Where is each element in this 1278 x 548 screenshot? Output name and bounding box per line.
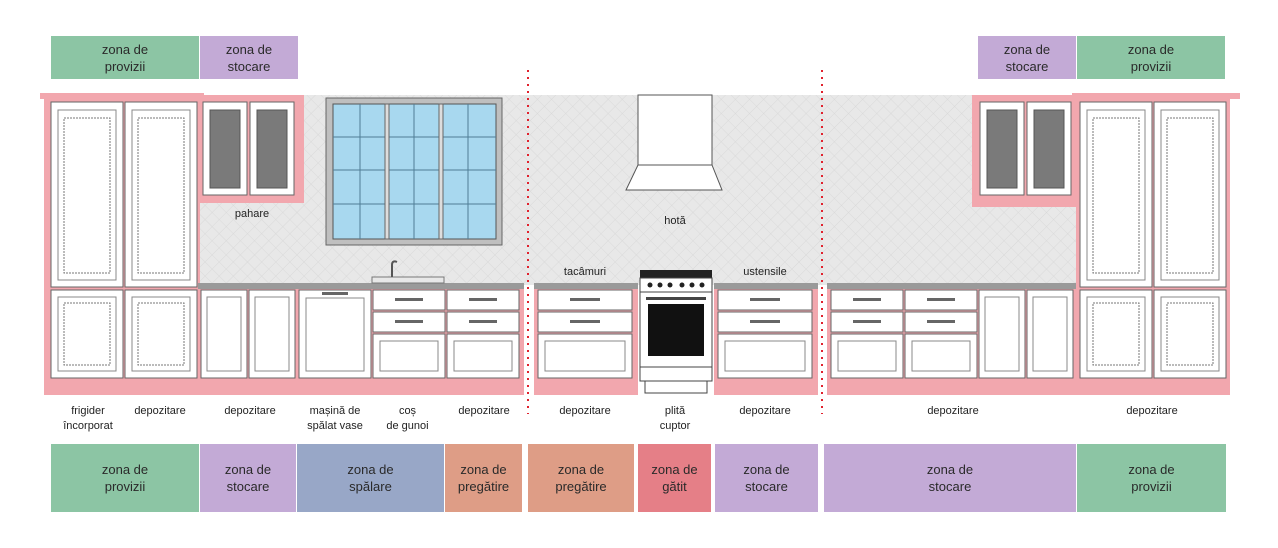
bottom-label-depozitare-3: depozitare bbox=[458, 405, 510, 417]
bottom-label-depozitare-5: depozitare bbox=[739, 405, 791, 417]
glass-door-left-2 bbox=[249, 101, 295, 196]
bottom-zone-stocare-middle: zona de stocare bbox=[715, 444, 818, 512]
tall-door-right-4 bbox=[1153, 289, 1227, 379]
bottom-label-depozitare-2: depozitare bbox=[224, 405, 276, 417]
bottom-label-plita-cuptor: plită cuptor bbox=[659, 405, 691, 432]
bottom-label-masina-vase: mașină de spălat vase bbox=[307, 405, 363, 432]
sink-faucet bbox=[371, 260, 445, 284]
tall-door-right-2 bbox=[1153, 101, 1227, 288]
bottom-zone-provizii-right-label: zona de provizii bbox=[1128, 462, 1175, 494]
drawers-middle-right bbox=[717, 289, 813, 379]
tall-door-left-1 bbox=[50, 101, 124, 288]
top-zone-provizii-right-label: zona de provizii bbox=[1127, 41, 1175, 74]
top-zone-provizii-left: zona de provizii bbox=[51, 36, 199, 79]
bottom-zone-pregatire-1: zona de pregătire bbox=[445, 444, 522, 512]
tall-door-right-1 bbox=[1079, 101, 1153, 288]
drawers-right-2 bbox=[904, 289, 978, 379]
trash-drawers bbox=[372, 289, 446, 379]
bottom-zone-stocare-middle-label: zona de stocare bbox=[743, 462, 790, 494]
bottom-zone-stocare-left-label: zona de stocare bbox=[224, 462, 272, 494]
drawers-middle-left bbox=[537, 289, 633, 379]
range-oven bbox=[639, 270, 713, 394]
bottom-zone-gatit: zona de gătit bbox=[638, 444, 711, 512]
top-zone-stocare-left: zona de stocare bbox=[200, 36, 298, 79]
window bbox=[325, 97, 503, 246]
bottom-zone-provizii-left: zona de provizii bbox=[51, 444, 199, 512]
bottom-label-depozitare-4: depozitare bbox=[559, 405, 611, 417]
base-door-right-b bbox=[1026, 289, 1074, 379]
tall-door-left-4 bbox=[124, 289, 198, 379]
bottom-zone-spalare: zona de spălare bbox=[297, 444, 444, 512]
bottom-label-depozitare-7: depozitare bbox=[1126, 405, 1178, 417]
top-zone-stocare-right: zona de stocare bbox=[978, 36, 1076, 79]
bottom-label-depozitare-6: depozitare bbox=[927, 405, 979, 417]
bottom-label-depozitare-1: depozitare bbox=[134, 405, 186, 417]
label-pahare: pahare bbox=[234, 208, 270, 220]
tall-door-right-3 bbox=[1079, 289, 1153, 379]
top-zone-stocare-right-label: zona de stocare bbox=[1003, 41, 1051, 74]
range-hood bbox=[625, 94, 723, 191]
bottom-zone-stocare-left: zona de stocare bbox=[200, 444, 296, 512]
bottom-label-cos-gunoi: coș de gunoi bbox=[386, 405, 429, 432]
bottom-zone-pregatire-2-label: zona de pregătire bbox=[555, 462, 607, 494]
tall-door-left-3 bbox=[50, 289, 124, 379]
bottom-zone-stocare-right-label: zona de stocare bbox=[926, 462, 974, 494]
drawers-left-end bbox=[446, 289, 520, 379]
tall-door-left-2 bbox=[124, 101, 198, 288]
bottom-zone-provizii-left-label: zona de provizii bbox=[101, 462, 149, 494]
bottom-zone-pregatire-2: zona de pregătire bbox=[528, 444, 634, 512]
dishwasher bbox=[298, 289, 372, 379]
bottom-zone-stocare-right: zona de stocare bbox=[824, 444, 1076, 512]
glass-door-left-1 bbox=[202, 101, 248, 196]
bottom-label-frigider: frigider încorporat bbox=[63, 405, 113, 432]
top-zone-stocare-left-label: zona de stocare bbox=[225, 41, 273, 74]
base-door-a bbox=[200, 289, 248, 379]
base-door-b bbox=[248, 289, 296, 379]
bottom-zone-provizii-right: zona de provizii bbox=[1077, 444, 1226, 512]
top-zone-provizii-right: zona de provizii bbox=[1077, 36, 1225, 79]
drawers-right-1 bbox=[830, 289, 904, 379]
glass-door-right-1 bbox=[979, 101, 1025, 196]
bottom-zone-gatit-label: zona de gătit bbox=[651, 462, 698, 494]
label-tacamuri: tacâmuri bbox=[563, 266, 607, 278]
label-hota: hotă bbox=[664, 215, 686, 227]
bottom-zone-spalare-label: zona de spălare bbox=[347, 462, 394, 494]
bottom-zone-pregatire-1-label: zona de pregătire bbox=[457, 462, 510, 494]
base-door-right-a bbox=[978, 289, 1026, 379]
label-ustensile: ustensile bbox=[743, 266, 787, 278]
glass-door-right-2 bbox=[1026, 101, 1072, 196]
top-zone-provizii-left-label: zona de provizii bbox=[101, 41, 149, 74]
